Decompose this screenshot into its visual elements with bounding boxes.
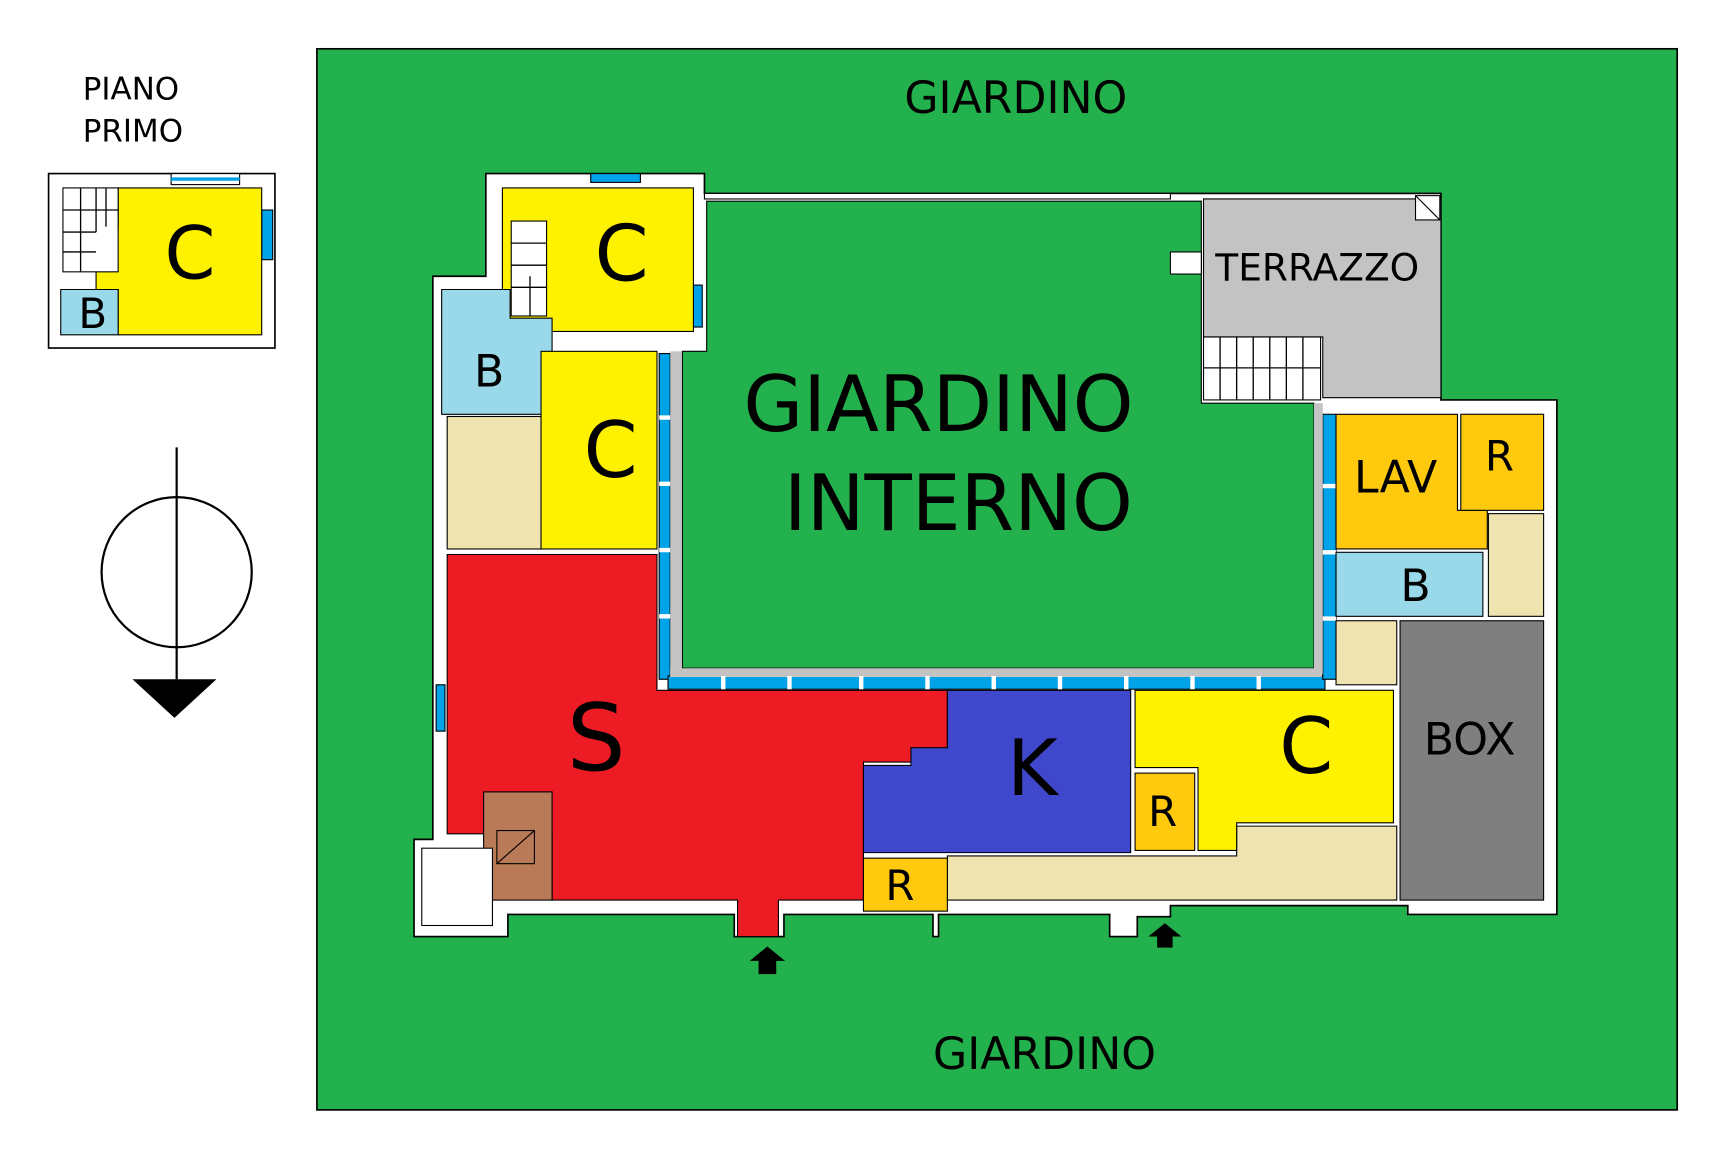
corridor-left	[446, 415, 542, 550]
room-garage-label: BOX	[1424, 714, 1516, 765]
room-living: S	[446, 553, 948, 938]
room-storage-small-label: R	[1148, 787, 1177, 836]
room-bath-right-label: B	[1400, 561, 1430, 612]
terrace: TERRAZZO	[1169, 195, 1442, 401]
corridor-right	[1487, 513, 1545, 617]
floor-label-line1: PIANO	[83, 72, 179, 108]
room-bath-left-label: B	[474, 347, 504, 398]
room-bedroom-top-label: C	[595, 210, 649, 300]
room-bedroom-middle-label: C	[584, 406, 638, 496]
room-living-label: S	[567, 684, 626, 792]
garden-bottom-label: GIARDINO	[933, 1029, 1156, 1080]
room-kitchen-label: K	[1007, 724, 1060, 814]
north-arrow-icon	[100, 447, 253, 718]
entrance-arrow-icon	[1148, 923, 1182, 948]
room-bedroom-middle: C	[540, 350, 658, 550]
room-bedroom-right-label: C	[1279, 702, 1333, 792]
room-garage: BOX	[1399, 620, 1545, 901]
first-floor-room-b-label: B	[78, 289, 107, 338]
room-storage-bottom: R	[862, 857, 948, 912]
room-kitchen: K	[862, 689, 1132, 854]
room-storage-small: R	[1134, 772, 1196, 851]
room-laundry: LAV	[1335, 413, 1488, 550]
chimney-box	[421, 847, 494, 927]
first-floor-room-c-label: C	[164, 211, 215, 296]
room-bath-right: B	[1335, 551, 1484, 617]
room-storage-right-label: R	[1485, 432, 1514, 481]
windows	[435, 173, 1337, 732]
fireplace	[483, 791, 553, 901]
room-storage-right: R	[1460, 413, 1545, 511]
room-storage-bottom-label: R	[885, 861, 914, 910]
room-bath-left: B	[441, 288, 553, 415]
first-floor-plan: C B	[47, 172, 276, 349]
room-bedroom-right: C	[1134, 689, 1394, 851]
room-laundry-label: LAV	[1354, 453, 1437, 504]
floor-label-line2: PRIMO	[83, 114, 183, 150]
garden-top-label: GIARDINO	[904, 73, 1127, 124]
inner-garden-label-line2: INTERNO	[784, 459, 1133, 549]
corridor-right-lower	[1335, 620, 1398, 686]
inner-garden-label-line1: GIARDINO	[743, 360, 1133, 450]
room-bedroom-top: C	[501, 187, 694, 333]
terrace-label: TERRAZZO	[1214, 246, 1419, 290]
